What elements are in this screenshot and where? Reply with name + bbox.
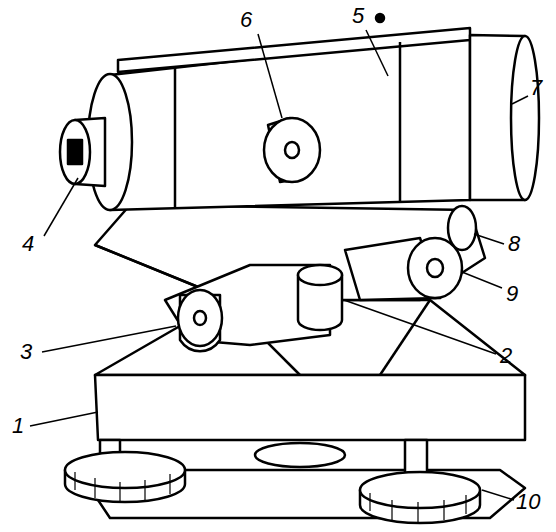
callout-number: 3: [20, 340, 32, 364]
callout-number: 9: [506, 282, 518, 306]
elevating-screw: [178, 290, 222, 346]
foot-screw: [255, 443, 345, 467]
circular-level: [448, 206, 476, 250]
callout-number: 5: [352, 4, 364, 28]
callout-number: 8: [508, 232, 520, 256]
tribrach-front: [95, 375, 525, 440]
callout-number: 2: [500, 344, 512, 368]
leader-lines: [30, 30, 528, 500]
focusing-knob: [264, 118, 320, 182]
clamp-screw: [298, 265, 342, 285]
callout-number: 4: [22, 232, 34, 256]
callout-number: 10: [516, 490, 540, 514]
eyepiece: [60, 120, 90, 184]
callout-number: 7: [530, 76, 542, 100]
callout-number: 1: [12, 414, 24, 438]
callout-number: 6: [240, 8, 252, 32]
